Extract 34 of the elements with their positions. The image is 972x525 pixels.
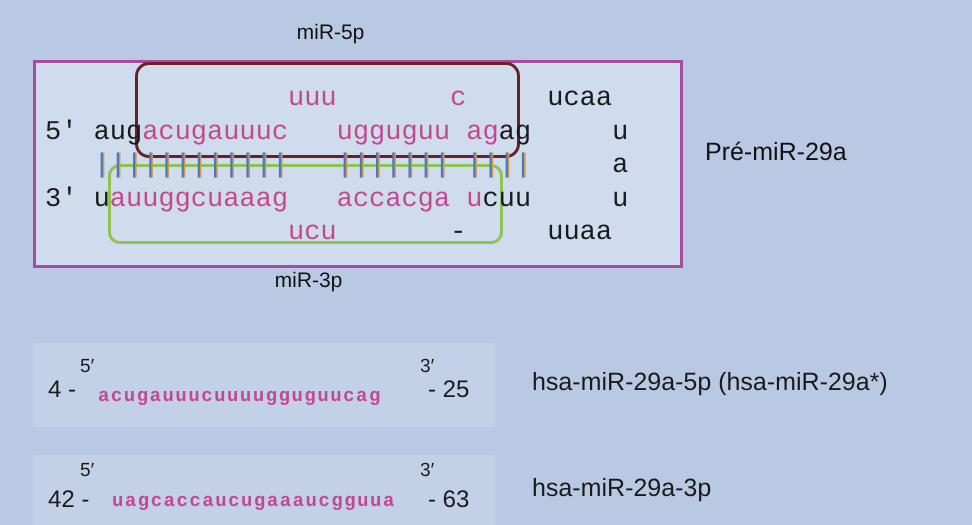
sequence-text: uuu: [288, 83, 337, 116]
position-number: - 63: [428, 486, 470, 514]
sequence-text: auuggcuaaag: [110, 184, 288, 216]
sequence-text: c: [450, 83, 466, 116]
sequence-text: a: [612, 150, 628, 183]
sequence-text: ucaa: [547, 83, 612, 116]
sequence-text: acugauuuc: [142, 116, 288, 150]
mirna-name: hsa-miR-29a-3p: [532, 474, 712, 503]
end-label: 5′: [80, 460, 94, 482]
sequence-text: u: [94, 184, 110, 216]
sequence-text: ag: [466, 116, 499, 150]
strand-label: miR-5p: [296, 21, 366, 45]
end-label: 3′: [420, 356, 434, 378]
sequence-text: uagcaccaucugaaaucgguua: [112, 490, 396, 512]
sequence-text: u: [466, 184, 482, 216]
end-label: 3': [45, 184, 78, 216]
base-pair-marks: ||||: [466, 150, 532, 183]
sequence-text: -: [450, 217, 466, 250]
end-label: 3′: [420, 460, 434, 482]
sequence-text: uuaa: [547, 217, 612, 250]
sequence-text: accacga: [336, 184, 450, 216]
position-number: - 25: [428, 376, 470, 404]
sequence-text: acugauuucuuuugguguucag: [98, 385, 382, 407]
sequence-text: ugguguu: [336, 116, 450, 150]
strand-label: miR-3p: [274, 269, 344, 293]
end-label: 5': [45, 116, 78, 150]
sequence-text: u: [612, 184, 628, 216]
mirna-name: hsa-miR-29a-5p (hsa-miR-29a*): [532, 368, 888, 397]
sequence-text: ucu: [288, 217, 337, 250]
end-label: 5′: [80, 356, 94, 378]
position-number: 42 -: [48, 486, 90, 514]
sequence-text: u: [612, 116, 628, 150]
precursor-label: Pré-miR-29a: [705, 138, 847, 167]
position-number: 4 -: [48, 376, 76, 404]
